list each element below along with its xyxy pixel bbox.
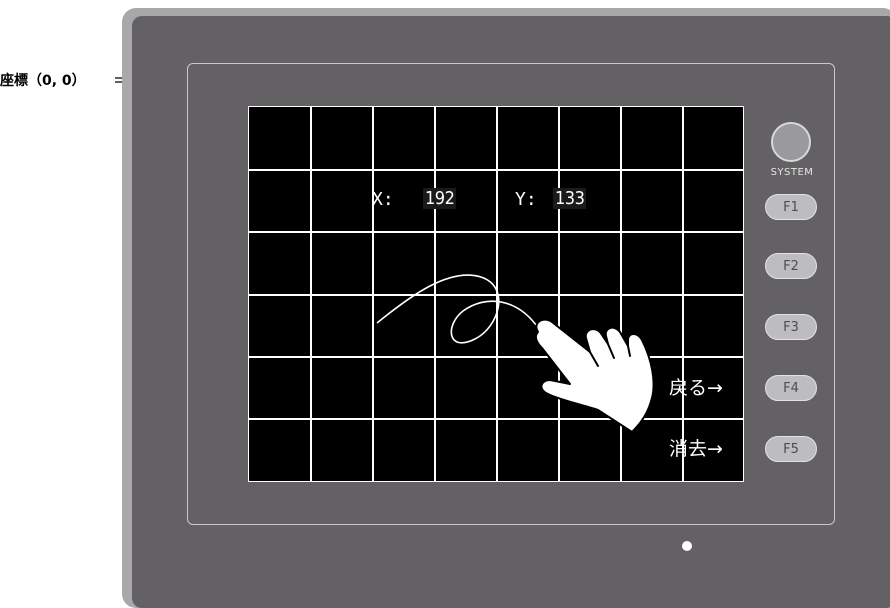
grid-line: [249, 356, 743, 358]
grid-line: [249, 231, 743, 233]
system-button-label: SYSTEM: [770, 167, 814, 178]
grid-line: [249, 294, 743, 296]
x-coordinate-label: X:: [372, 189, 394, 210]
clear-action-label: 消去→: [669, 438, 723, 460]
y-coordinate-label: Y:: [515, 189, 537, 210]
f2-key[interactable]: F2: [765, 253, 817, 279]
display-frame: [187, 63, 835, 525]
touch-screen[interactable]: X: 192 Y: 133 戻る→ 消去→: [248, 106, 744, 482]
x-coordinate-value: 192: [423, 188, 457, 209]
origin-coordinate-label: 座標（0, 0）: [0, 73, 86, 89]
grid-line: [249, 169, 743, 171]
f3-key[interactable]: F3: [765, 314, 817, 340]
system-button[interactable]: [771, 122, 811, 162]
back-action-label: 戻る→: [669, 377, 723, 399]
f5-key[interactable]: F5: [765, 436, 817, 462]
f4-key[interactable]: F4: [765, 375, 817, 401]
f1-key[interactable]: F1: [765, 194, 817, 220]
grid-line: [249, 418, 743, 420]
power-led-indicator: [682, 541, 692, 551]
y-coordinate-value: 133: [553, 188, 587, 209]
drawn-stroke: [376, 274, 540, 344]
